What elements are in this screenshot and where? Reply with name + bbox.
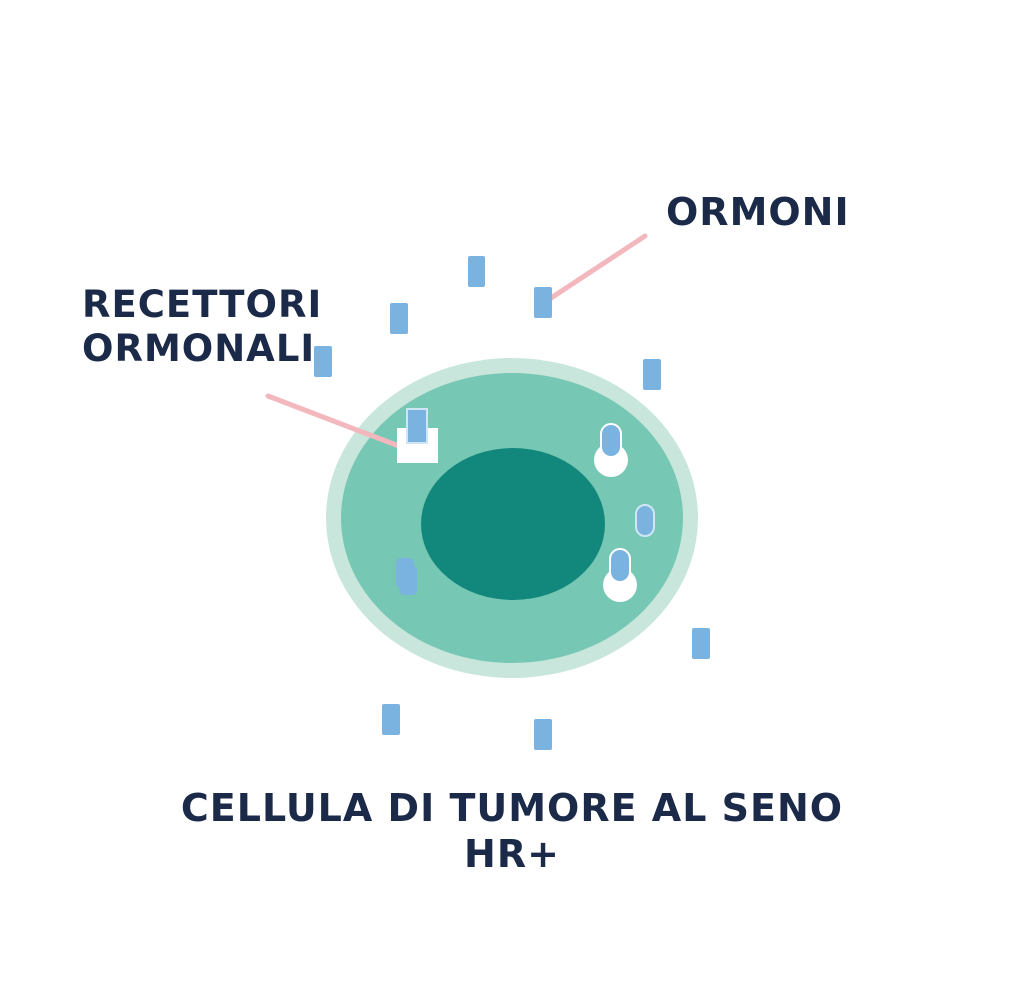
cell-nucleus: [421, 448, 605, 600]
hormone-receptors-label-line2: ORMONALI: [82, 327, 316, 371]
hormone-capsule-icon: [635, 504, 655, 537]
diagram-caption: CELLULA DI TUMORE AL SENO HR+: [0, 786, 1024, 877]
pointer-line-hormones: [545, 233, 648, 303]
hormone-capsule-icon: [534, 719, 552, 750]
pointer-line-receptors: [265, 393, 407, 451]
caption-line1: CELLULA DI TUMORE AL SENO: [180, 786, 844, 830]
hormone-capsule-icon: [534, 287, 552, 318]
hormone-capsule-icon: [390, 303, 408, 334]
hormone-capsule-icon: [643, 359, 661, 390]
hormone-capsule-icon: [609, 548, 631, 583]
hormone-capsule-icon: [382, 704, 400, 735]
hormone-capsule-icon: [400, 566, 417, 595]
hormone-capsule-icon: [406, 408, 428, 444]
caption-line2: HR+: [464, 831, 560, 876]
hormone-receptors-label-line1: RECETTORI: [82, 283, 323, 326]
hormone-capsule-icon: [314, 346, 332, 377]
hormone-capsule-icon: [600, 423, 622, 458]
hormone-capsule-icon: [468, 256, 485, 287]
hormone-receptors-label: RECETTORI ORMONALI: [82, 283, 322, 372]
hormones-label: ORMONI: [666, 190, 850, 234]
hormone-capsule-icon: [692, 628, 710, 659]
